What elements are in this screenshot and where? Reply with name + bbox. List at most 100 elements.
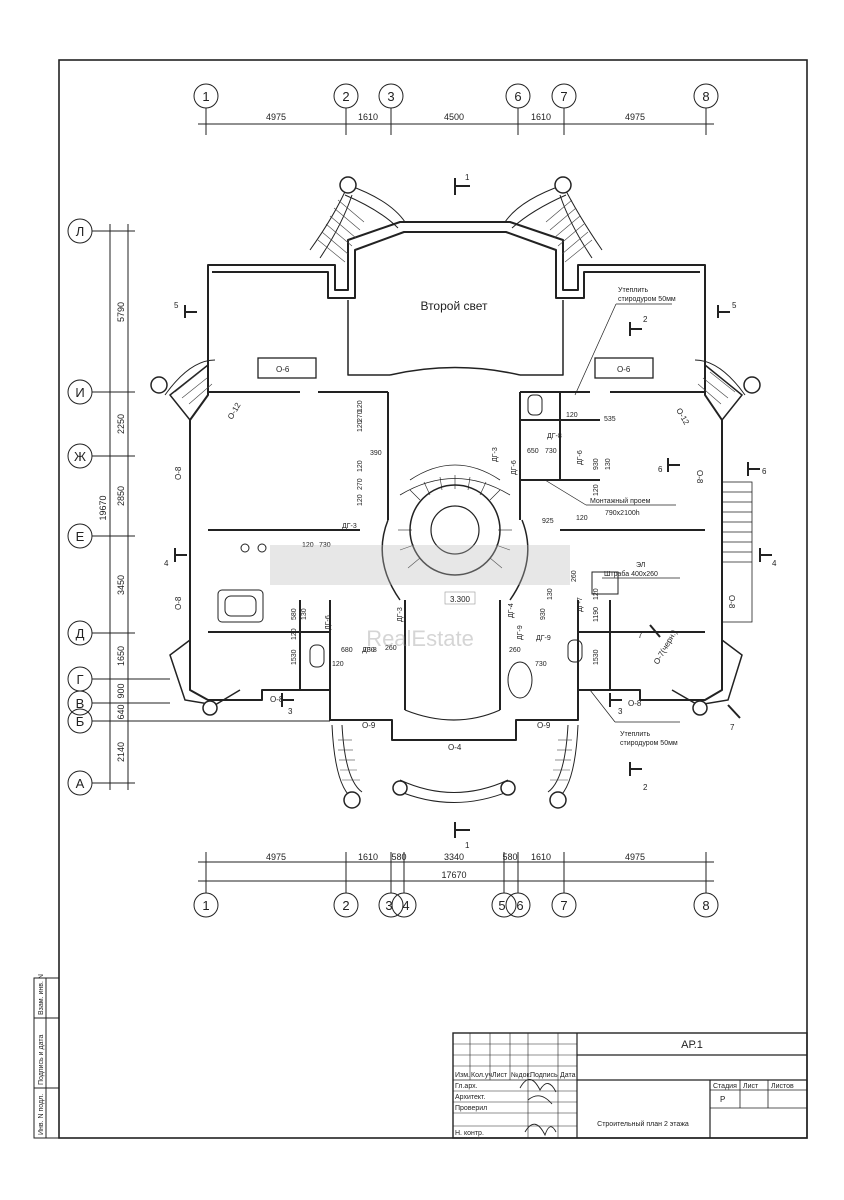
axis-bottom-2: 2 <box>342 898 349 913</box>
building-walls <box>189 221 723 741</box>
col-kol: Кол.уч <box>471 1072 492 1079</box>
note-insulate-bottom-line1: Утеплить <box>620 731 650 738</box>
axis-bottom-8: 8 <box>702 898 709 913</box>
corner-bays <box>168 364 744 706</box>
small-dimensions: 120 270 120 390 120 270 120 120 535 650 … <box>291 400 616 668</box>
watermark: RealEstate <box>270 545 570 651</box>
dim-top-1610-right: 1610 <box>531 112 551 122</box>
axis-left-Zh: Ж <box>74 449 86 464</box>
dim-120d: 120 <box>357 494 364 506</box>
axis-left-V: В <box>76 696 85 711</box>
dim-260b: 260 <box>509 647 521 654</box>
axis-top-1: 1 <box>202 89 209 104</box>
axis-bottom-1: 1 <box>202 898 209 913</box>
note-insulate-top-line1: Утеплить <box>618 287 648 294</box>
dim-730b: 730 <box>363 647 375 654</box>
col-list: Лист <box>492 1072 508 1079</box>
dim-730c: 730 <box>319 542 331 549</box>
label-dg3-b: ДГ-3 <box>397 607 404 622</box>
dim-120e: 120 <box>593 484 600 496</box>
section-4-left: 4 <box>164 559 169 568</box>
dim-left-2250: 2250 <box>116 414 126 434</box>
section-5-right: 5 <box>732 301 737 310</box>
section-5-left: 5 <box>174 301 179 310</box>
role-norm-control: Н. контр. <box>455 1130 484 1137</box>
columns <box>150 176 761 809</box>
stair-hatching <box>174 199 736 781</box>
section-2-bottom: 2 <box>643 783 648 792</box>
note-insulate-top-line2: стиродуром 50мм <box>618 296 676 303</box>
dim-top-4975-right: 4975 <box>625 112 645 122</box>
label-dg8-b: ДГ-8 <box>362 647 377 654</box>
axis-left-E: Е <box>76 529 85 544</box>
note-insulate-bottom-line2: стиродуром 50мм <box>620 740 678 747</box>
dim-925: 925 <box>542 518 554 525</box>
dim-bottom-580-left: 580 <box>391 852 406 862</box>
section-3-right: 3 <box>618 707 623 716</box>
leader-lines <box>544 303 680 723</box>
dim-left-2140: 2140 <box>116 742 126 762</box>
spiral-staircase <box>381 366 529 721</box>
label-dg6-c: ДГ-6 <box>577 450 584 465</box>
dim-580s: 580 <box>291 608 298 620</box>
dim-bottom-4975-right: 4975 <box>625 852 645 862</box>
note-mount-size: 790x2100h <box>605 510 640 517</box>
dim-left-total: 19670 <box>98 495 108 520</box>
label-o8-right-lower: О-8 <box>727 595 736 609</box>
label-o12-left: О-12 <box>226 401 243 421</box>
dim-120-730: 120 <box>302 542 314 549</box>
dim-bottom-total: 17670 <box>441 870 466 880</box>
dim-260c: 260 <box>571 570 578 582</box>
dim-bottom-3340: 3340 <box>444 852 464 862</box>
label-o9-right: О-9 <box>537 721 551 730</box>
axis-top-3: 3 <box>387 89 394 104</box>
dim-1530b: 1530 <box>593 649 600 665</box>
dim-120s: 120 <box>291 628 298 640</box>
dim-bottom-4975-left: 4975 <box>266 852 286 862</box>
dim-930a: 930 <box>593 458 600 470</box>
axis-markers-left <box>67 218 330 796</box>
role-architect: Архитект. <box>455 1094 485 1101</box>
dim-120f: 120 <box>576 515 588 522</box>
axis-bottom-5: 5 <box>498 898 505 913</box>
dim-260a: 260 <box>385 645 397 652</box>
col-sign: Подпись <box>530 1072 558 1079</box>
col-doc: №док. <box>511 1072 532 1079</box>
role-checked: Проверил <box>455 1105 487 1112</box>
axis-bottom-6: 6 <box>516 898 523 913</box>
drawing-title: Строительный план 2 этажа <box>597 1120 689 1128</box>
section-6-right: 6 <box>762 467 767 476</box>
side-label-replace: Взам. инв. N <box>38 974 45 1015</box>
dim-left-1650: 1650 <box>116 646 126 666</box>
dim-1190: 1190 <box>593 607 600 622</box>
title-block-sheet-code: АР.1 <box>681 1039 703 1051</box>
axis-left-I: И <box>75 385 84 400</box>
dim-top-1610-left: 1610 <box>358 112 378 122</box>
dim-1530a: 1530 <box>291 649 298 665</box>
dim-120g: 120 <box>593 588 600 600</box>
dim-bottom-580-right: 580 <box>502 852 517 862</box>
dim-730a: 730 <box>545 448 557 455</box>
label-o12-right: О-12 <box>674 407 691 427</box>
elevation-mark: 3.300 <box>450 595 471 604</box>
note-el: ЭЛ <box>636 562 646 569</box>
label-dg3-a: ДГ-3 <box>342 523 357 530</box>
note-shtraba: Штраба 400x260 <box>604 570 658 578</box>
axis-top-6: 6 <box>514 89 521 104</box>
section-3-left: 3 <box>288 707 293 716</box>
label-o6-left: О-6 <box>276 365 290 374</box>
label-dg9: ДГ-9 <box>536 635 551 642</box>
dim-top-4975-left: 4975 <box>266 112 286 122</box>
dim-120h: 120 <box>332 661 344 668</box>
axis-markers-bottom <box>193 852 719 918</box>
dim-130b: 130 <box>547 588 554 600</box>
dim-120b: 120 <box>357 400 364 412</box>
label-o8-left-upper: О-8 <box>174 466 183 480</box>
label-o6-right: О-6 <box>617 365 631 374</box>
label-o8-bottom-left: О-8 <box>270 695 284 704</box>
label-dg8-a: ДГ-8 <box>547 433 562 440</box>
label-stage: Стадия <box>713 1083 737 1090</box>
note-mount-opening: Монтажный проем <box>590 497 651 505</box>
label-dg6-a: ДГ-6 <box>325 615 332 630</box>
